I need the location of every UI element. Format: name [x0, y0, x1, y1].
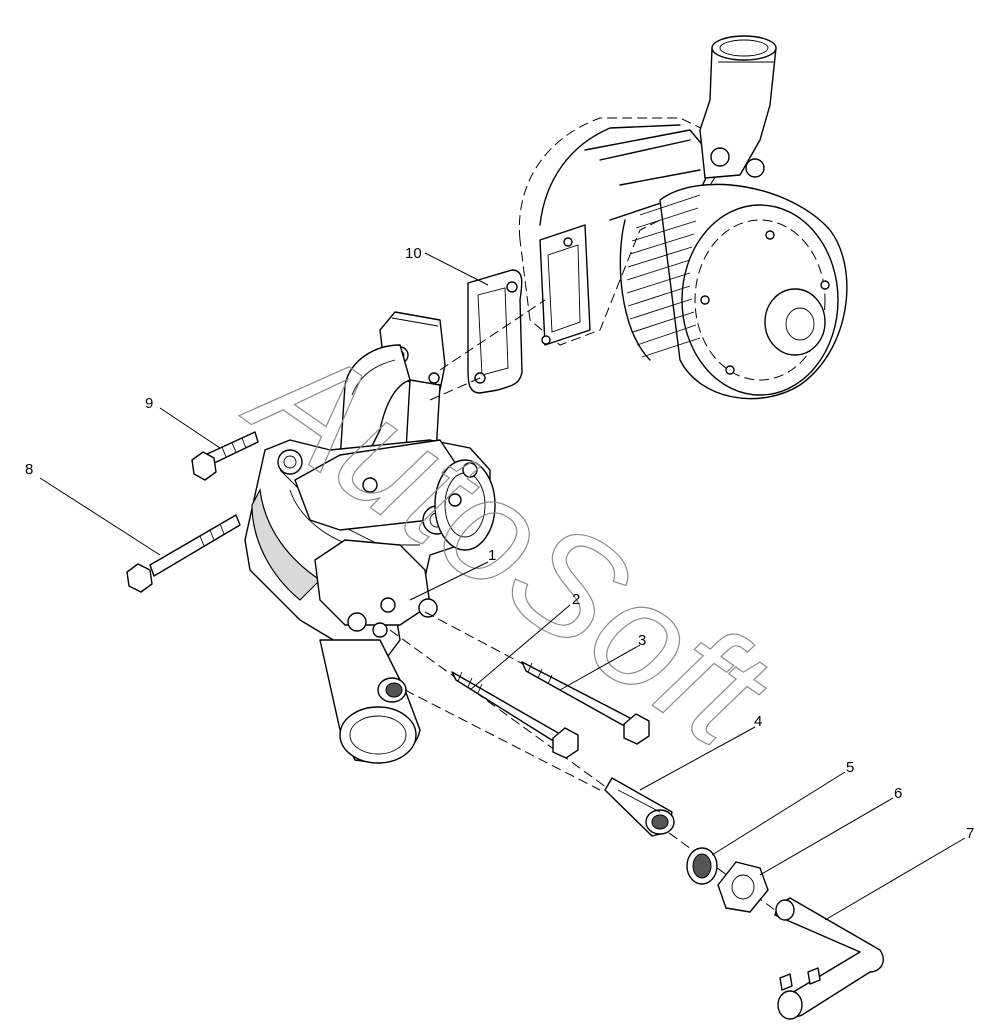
gasket — [467, 269, 523, 394]
nut — [717, 861, 769, 913]
callout-label: 10 — [405, 245, 422, 262]
callout-2: 2 — [469, 591, 580, 691]
callout-9: 9 — [145, 395, 221, 449]
sleeve — [604, 777, 675, 837]
bolt-2 — [451, 671, 579, 759]
assembly-line-a — [439, 299, 546, 371]
water-pump — [518, 35, 848, 400]
callout-7: 7 — [824, 825, 974, 921]
callout-label: 8 — [25, 461, 33, 478]
callout-4: 4 — [639, 713, 762, 791]
bolt-short — [191, 431, 259, 481]
bolt-3 — [521, 661, 650, 745]
assembly-line-d — [424, 611, 526, 666]
bolt-long — [126, 514, 241, 593]
callout-8: 8 — [25, 461, 161, 556]
water-inlet-housing — [244, 311, 496, 764]
callout-label: 9 — [145, 395, 153, 412]
callout-label: 1 — [488, 547, 496, 564]
assembly-line-b — [429, 377, 481, 401]
callout-label: 6 — [894, 785, 902, 802]
callout-1: 1 — [409, 547, 496, 601]
callout-label: 7 — [966, 825, 974, 842]
bracket-pin — [774, 897, 884, 1020]
callout-3: 3 — [559, 632, 646, 691]
seal-ring — [686, 847, 718, 885]
callout-label: 4 — [754, 713, 762, 730]
callout-label: 2 — [572, 591, 580, 608]
callout-label: 5 — [846, 759, 854, 776]
assembly-line-e — [404, 689, 601, 791]
callout-10: 10 — [405, 245, 489, 286]
callout-label: 3 — [638, 632, 646, 649]
callout-6: 6 — [759, 785, 902, 876]
callout-5: 5 — [711, 759, 854, 856]
